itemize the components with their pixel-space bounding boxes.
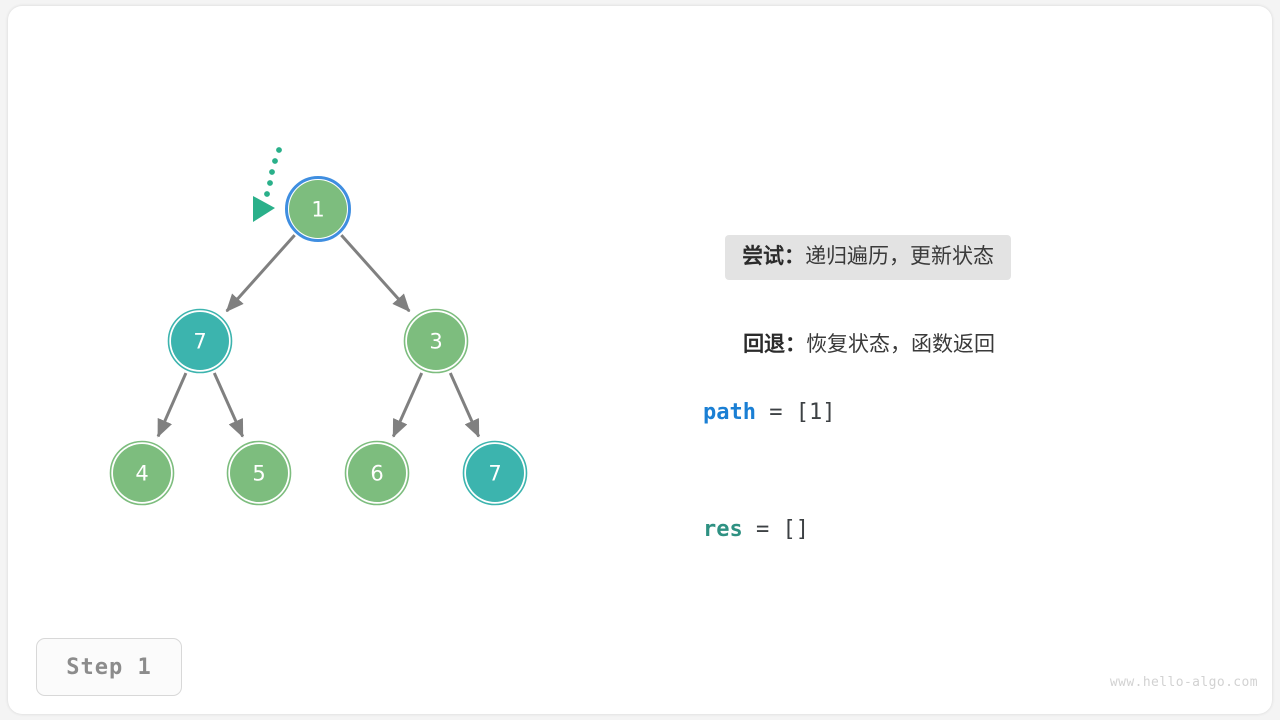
tree-node-label: 3 (429, 330, 442, 354)
tree-node-label: 6 (370, 462, 383, 486)
site-watermark: www.hello-algo.com (1109, 675, 1258, 690)
legend-backtrack-row: 回退：恢复状态，函数返回 (686, 301, 1206, 386)
legend-try-highlight: 尝试：递归遍历，更新状态 (725, 235, 1012, 280)
tree-node-6: 6 (344, 440, 410, 506)
tree-edge (391, 372, 424, 438)
tree-node-disc (230, 444, 288, 502)
tree-edge (340, 234, 411, 313)
tree-node-disc (466, 444, 524, 502)
tree-node-3: 3 (403, 308, 469, 374)
tree-edge (225, 234, 296, 313)
tree-node-5: 5 (226, 440, 292, 506)
pointer-dot (264, 191, 270, 197)
tree-edge (448, 372, 481, 438)
legend-backtrack-wrap: 回退：恢复状态，函数返回 (726, 322, 1012, 365)
legend-try-keyword: 尝试： (742, 244, 806, 268)
tree-node-disc (407, 312, 465, 370)
step-badge: Step 1 (36, 638, 182, 696)
tree-node-4: 4 (109, 440, 175, 506)
path-variable-row: path = [1] (686, 400, 1206, 425)
res-variable-row: res = [] (686, 517, 1206, 542)
current-node-pointer-icon (253, 147, 282, 222)
tree-node-label: 5 (252, 462, 265, 486)
pointer-dot (269, 169, 275, 175)
legend-try-text: 递归遍历，更新状态 (805, 244, 995, 268)
path-variable-name: path (703, 400, 756, 425)
pointer-arrowhead-icon (253, 196, 275, 222)
tree-node-label: 7 (488, 462, 501, 486)
tree-nodes: 1 7 3 4 5 6 7 (109, 176, 528, 506)
tree-node-1: 1 (285, 176, 351, 242)
legend-try-row: 尝试：递归遍历，更新状态 (686, 214, 1206, 301)
tree-node-disc (113, 444, 171, 502)
tree-node-label: 1 (311, 198, 324, 222)
tree-node-label: 4 (135, 462, 148, 486)
step-badge-label: Step 1 (66, 654, 152, 680)
tree-node-7: 7 (462, 440, 528, 506)
path-variable-value: [1] (795, 400, 836, 425)
tree-edge (212, 372, 245, 438)
path-assign-operator: = (755, 400, 796, 425)
pointer-dot (272, 158, 278, 164)
tree-node-7: 7 (167, 308, 233, 374)
tree-node-disc (171, 312, 229, 370)
tree-edge (156, 372, 188, 438)
res-assign-operator: = (742, 517, 783, 542)
res-variable-value: [] (782, 517, 810, 542)
tree-node-label: 7 (193, 330, 206, 354)
tree-node-disc (348, 444, 406, 502)
pointer-dot (276, 147, 282, 153)
tree-edges (156, 234, 481, 438)
legend-backtrack-keyword: 回退： (743, 332, 807, 356)
pointer-dot (267, 180, 273, 186)
legend-backtrack-text: 恢复状态，函数返回 (806, 332, 996, 356)
tree-node-disc (289, 180, 347, 238)
res-variable-name: res (703, 517, 743, 542)
state-panel: 尝试：递归遍历，更新状态 回退：恢复状态，函数返回 path = [1] res… (686, 214, 1206, 542)
